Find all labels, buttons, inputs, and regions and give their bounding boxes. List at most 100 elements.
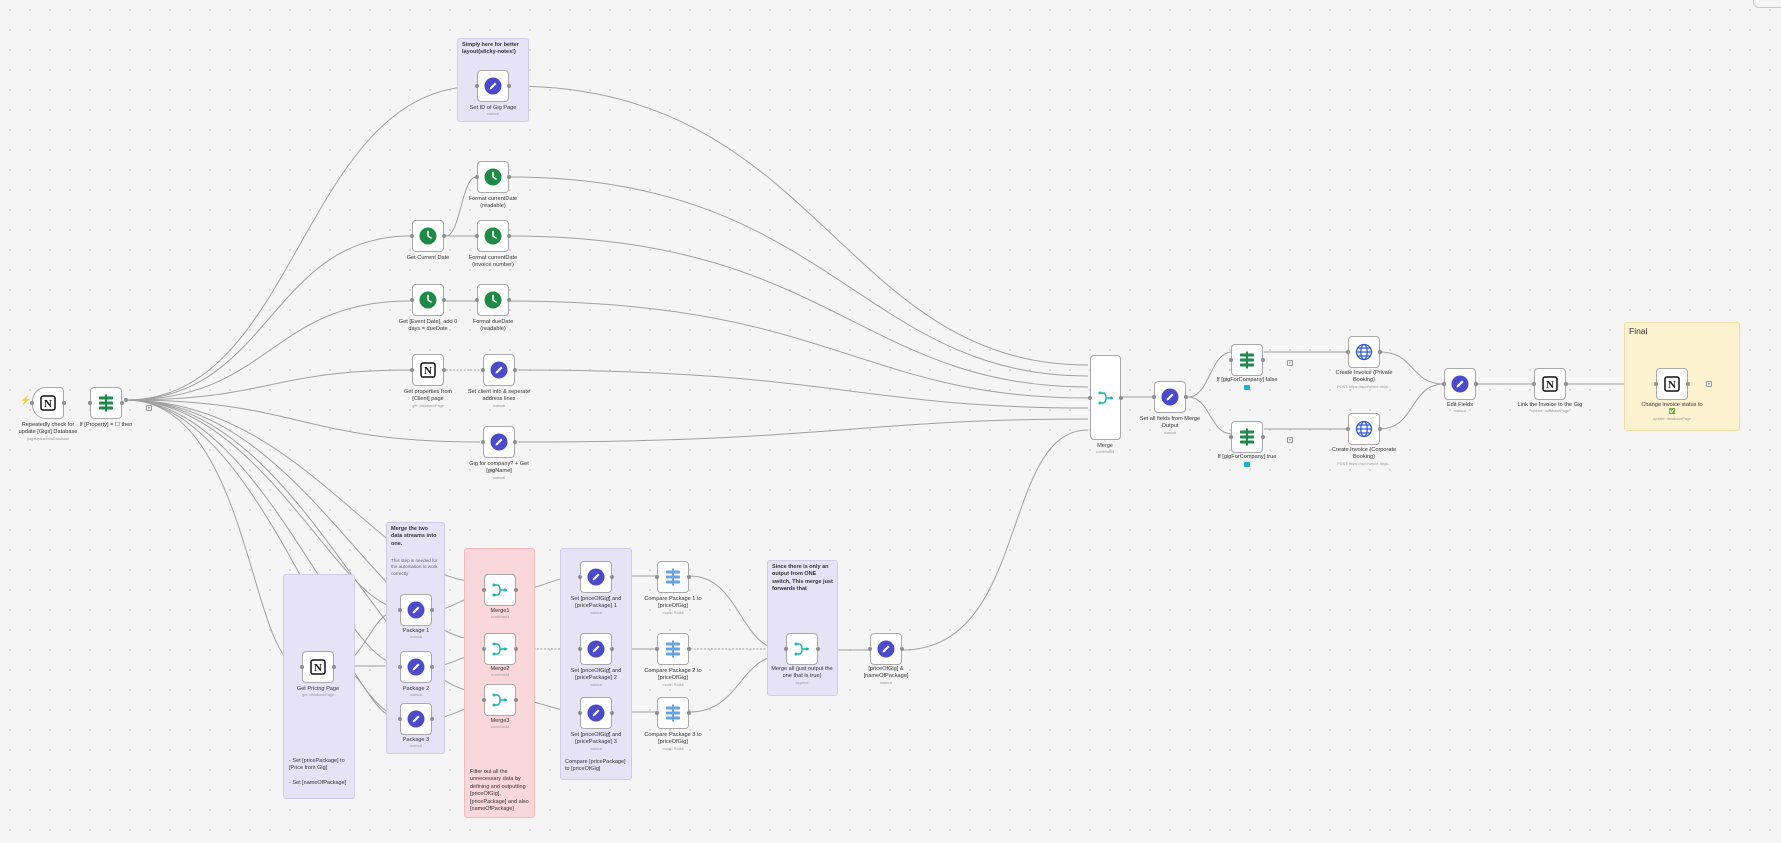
input-handle[interactable]: [655, 711, 659, 715]
output-handle[interactable]: [1261, 435, 1265, 439]
output-handle[interactable]: [507, 175, 511, 179]
input-handle[interactable]: [482, 698, 486, 702]
input-handle[interactable]: [868, 647, 872, 651]
input-handle[interactable]: [1346, 350, 1350, 354]
input-handle[interactable]: [578, 711, 582, 715]
output-handle[interactable]: [507, 84, 511, 88]
output-handle[interactable]: [1378, 427, 1382, 431]
output-handle[interactable]: [687, 647, 691, 651]
input-handle[interactable]: [1229, 435, 1233, 439]
sticky-note[interactable]: - Set [pricePackage] to [Price from Gig]…: [283, 574, 355, 799]
node-gig-for-company[interactable]: [481, 426, 517, 458]
add-node-button[interactable]: +: [1287, 437, 1293, 444]
input-handle[interactable]: [1442, 382, 1446, 386]
node-trigger[interactable]: N: [30, 387, 66, 419]
output-handle[interactable]: [513, 440, 517, 444]
node-set-price1[interactable]: [578, 561, 614, 593]
node-set-all-fields[interactable]: [1152, 381, 1188, 413]
input-handle[interactable]: [398, 717, 402, 721]
input-handle[interactable]: [1654, 382, 1658, 386]
input-handle[interactable]: [475, 84, 479, 88]
input-handle[interactable]: [398, 665, 402, 669]
node-get-pricing[interactable]: N: [300, 651, 336, 683]
node-set-gig-id[interactable]: [475, 70, 511, 102]
node-invoice-corporate[interactable]: [1346, 413, 1382, 445]
node-get-client[interactable]: N: [410, 354, 446, 386]
node-package1[interactable]: [398, 594, 434, 626]
input-handle[interactable]: [475, 298, 479, 302]
input-handle[interactable]: [481, 368, 485, 372]
output-handle[interactable]: [430, 665, 434, 669]
output-handle[interactable]: [430, 717, 434, 721]
input-handle[interactable]: [482, 588, 486, 592]
corner-tab[interactable]: [1753, 0, 1781, 8]
node-if-property[interactable]: [88, 387, 124, 419]
node-compare1[interactable]: [655, 561, 691, 593]
node-merge1[interactable]: [482, 574, 518, 606]
output-handle[interactable]: [442, 368, 446, 372]
node-merge2[interactable]: [482, 633, 518, 665]
input-handle[interactable]: [475, 175, 479, 179]
node-if-true[interactable]: [1229, 421, 1265, 453]
node-edit-fields[interactable]: [1442, 368, 1478, 400]
add-node-button[interactable]: +: [146, 405, 152, 412]
node-format-invoice[interactable]: [475, 220, 511, 252]
node-set-client-info[interactable]: [481, 354, 517, 386]
output-handle[interactable]: [332, 665, 336, 669]
output-handle[interactable]: [1474, 382, 1478, 386]
sticky-note[interactable]: Since there is only an output from ONE s…: [767, 560, 838, 696]
output-handle[interactable]: [120, 401, 124, 405]
output-handle[interactable]: [514, 647, 518, 651]
sticky-note[interactable]: Compare [pricePackage] to [priceOfGig]: [560, 548, 632, 780]
input-handle[interactable]: [410, 234, 414, 238]
input-handle[interactable]: [655, 575, 659, 579]
output-handle[interactable]: [442, 298, 446, 302]
output-handle[interactable]: [816, 647, 820, 651]
output-handle[interactable]: [1686, 382, 1690, 386]
output-handle[interactable]: [687, 575, 691, 579]
input-handle[interactable]: [30, 401, 34, 405]
input-handle[interactable]: [482, 647, 486, 651]
output-handle[interactable]: [1564, 382, 1568, 386]
node-compare3[interactable]: [655, 697, 691, 729]
input-handle[interactable]: [578, 575, 582, 579]
output-handle[interactable]: [442, 234, 446, 238]
output-handle[interactable]: [610, 711, 614, 715]
output-handle[interactable]: [62, 401, 66, 405]
input-handle[interactable]: [1229, 358, 1233, 362]
output-handle[interactable]: [1261, 358, 1265, 362]
output-handle[interactable]: [900, 647, 904, 651]
input-handle[interactable]: [1346, 427, 1350, 431]
node-merge-main[interactable]: [1088, 355, 1123, 440]
output-handle[interactable]: [687, 711, 691, 715]
output-handle[interactable]: [513, 368, 517, 372]
output-handle[interactable]: [610, 647, 614, 651]
input-handle[interactable]: [481, 440, 485, 444]
node-if-false[interactable]: [1229, 344, 1265, 376]
node-get-current-date[interactable]: [410, 220, 446, 252]
output-handle[interactable]: [1119, 395, 1123, 400]
node-merge-all[interactable]: [784, 633, 820, 665]
node-link-invoice[interactable]: N: [1532, 368, 1568, 400]
node-format-readable[interactable]: [475, 161, 511, 193]
node-get-event-date[interactable]: [410, 284, 446, 316]
output-handle[interactable]: [507, 234, 511, 238]
node-change-status[interactable]: N: [1654, 368, 1690, 400]
input-handle[interactable]: [784, 647, 788, 651]
output-handle[interactable]: [507, 298, 511, 302]
input-handle[interactable]: [475, 234, 479, 238]
output-handle[interactable]: [514, 698, 518, 702]
input-handle[interactable]: [398, 608, 402, 612]
add-node-button[interactable]: +: [1287, 360, 1293, 367]
node-package2[interactable]: [398, 651, 434, 683]
input-handle[interactable]: [410, 298, 414, 302]
node-set-price2[interactable]: [578, 633, 614, 665]
add-node-button[interactable]: +: [1706, 381, 1712, 388]
input-handle[interactable]: [300, 665, 304, 669]
input-handle[interactable]: [655, 647, 659, 651]
output-handle[interactable]: [1184, 395, 1188, 399]
input-handle[interactable]: [1088, 395, 1092, 400]
input-handle[interactable]: [1152, 395, 1156, 399]
input-handle[interactable]: [1532, 382, 1536, 386]
output-handle[interactable]: [1378, 350, 1382, 354]
